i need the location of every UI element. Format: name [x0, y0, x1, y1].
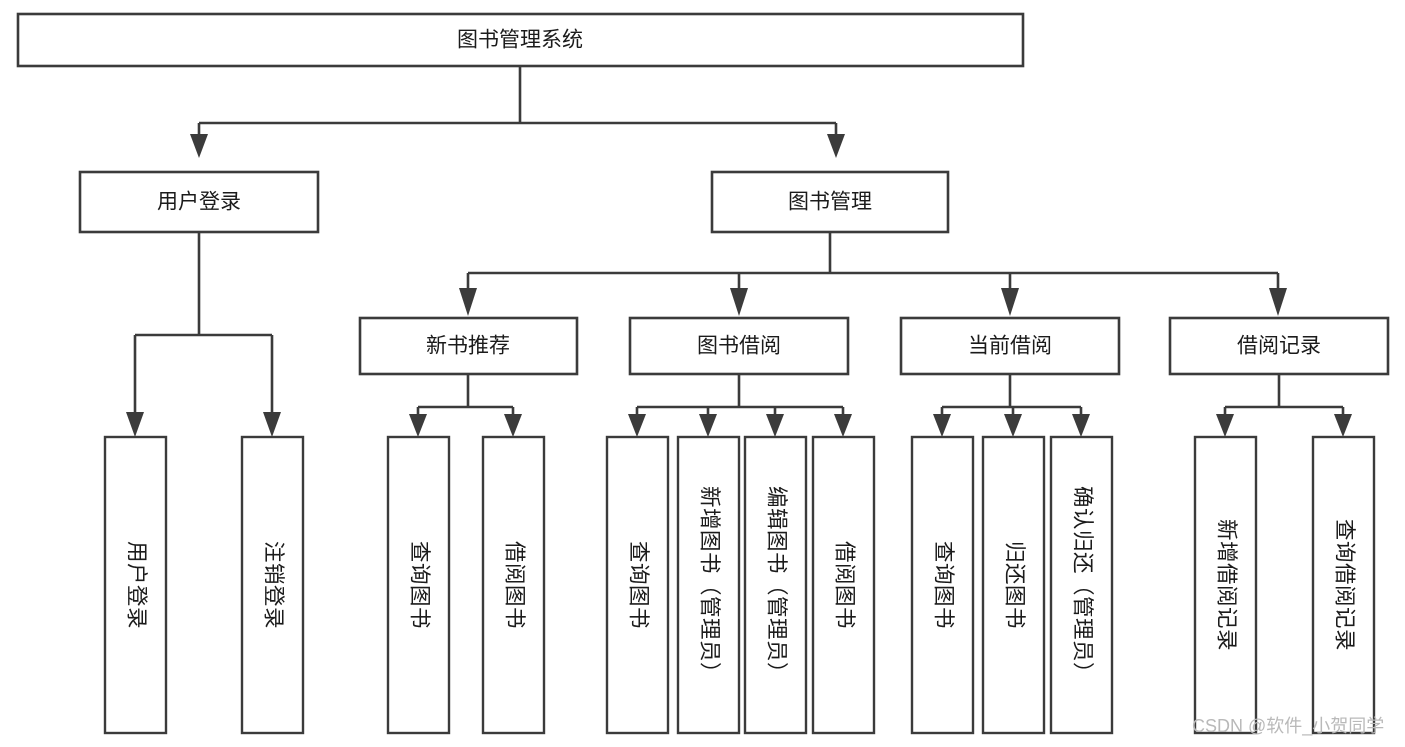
arrow-to-leaf-borrow-book-1 [504, 414, 522, 437]
connector-borrow-record-to-leaves [1216, 374, 1352, 437]
arrow-to-leaf-borrow-book-2 [834, 414, 852, 437]
leaf-query-record-box [1311, 435, 1376, 735]
leaf-node-add-book[interactable]: 新增图书（管理员） [676, 435, 741, 735]
csdn-watermark: CSDN @软件_小贺同学 [1192, 716, 1384, 737]
leaf-return-book-label: 归还图书 [1002, 541, 1026, 629]
leaf-node-logout-login[interactable]: 注销登录 [240, 435, 305, 735]
book-manage-box [710, 170, 950, 234]
borrow-record-box [1168, 316, 1390, 376]
leaf-confirm-return-box [1049, 435, 1114, 735]
arrow-to-book-borrow [730, 288, 748, 316]
node-book-manage[interactable]: 图书管理 [710, 170, 950, 234]
leaf-node-edit-book[interactable]: 编辑图书（管理员） [743, 435, 808, 735]
connector-new-book-recommend-to-leaves [409, 374, 522, 437]
node-borrow-record[interactable]: 借阅记录 [1168, 316, 1390, 376]
leaf-add-record-box [1193, 435, 1258, 735]
book-manage-label: 图书管理 [788, 191, 872, 214]
leaf-node-borrow-book-1[interactable]: 借阅图书 [481, 435, 546, 735]
leaf-query-book-3-label: 查询图书 [931, 541, 955, 629]
arrow-to-user-login [190, 134, 208, 158]
leaf-borrow-book-2-label: 借阅图书 [832, 541, 856, 629]
node-new-book-recommend[interactable]: 新书推荐 [358, 316, 579, 376]
node-user-login[interactable]: 用户登录 [78, 170, 320, 234]
book-borrow-box [628, 316, 850, 376]
leaf-logout-login-label: 注销登录 [261, 541, 285, 629]
arrow-to-leaf-return-book [1004, 414, 1022, 437]
leaf-confirm-return-label: 确认归还（管理员） [1070, 486, 1094, 684]
leaf-edit-book-label: 编辑图书（管理员） [764, 486, 788, 684]
leaf-node-query-book-2[interactable]: 查询图书 [605, 435, 670, 735]
node-current-borrow[interactable]: 当前借阅 [899, 316, 1121, 376]
leaf-user-login-label: 用户登录 [124, 541, 148, 629]
node-book-borrow[interactable]: 图书借阅 [628, 316, 850, 376]
arrow-to-current-borrow [1001, 288, 1019, 316]
book-borrow-label: 图书借阅 [697, 335, 781, 358]
leaf-node-query-book-3[interactable]: 查询图书 [910, 435, 975, 735]
arrow-to-leaf-query-book-1 [409, 414, 427, 437]
leaf-borrow-book-1-label: 借阅图书 [502, 541, 526, 629]
leaf-borrow-book-2-box [811, 435, 876, 735]
arrow-to-book-manage [827, 134, 845, 158]
leaf-query-book-1-label: 查询图书 [407, 541, 431, 629]
leaf-node-user-login[interactable]: 用户登录 [103, 435, 168, 735]
leaf-logout-login-box [240, 435, 305, 735]
leaf-query-book-3-box [910, 435, 975, 735]
connector-book-manage-to-level3 [459, 232, 1287, 316]
connector-book-borrow-to-leaves [628, 374, 852, 437]
leaf-node-return-book[interactable]: 归还图书 [981, 435, 1046, 735]
current-borrow-box [899, 316, 1121, 376]
arrow-to-borrow-record [1269, 288, 1287, 316]
leaf-query-book-2-box [605, 435, 670, 735]
leaf-borrow-book-1-box [481, 435, 546, 735]
leaf-node-add-record[interactable]: 新增借阅记录 [1193, 435, 1258, 735]
arrow-to-leaf-query-record [1334, 414, 1352, 437]
leaf-query-record-label: 查询借阅记录 [1332, 519, 1356, 651]
leaf-node-query-book-1[interactable]: 查询图书 [386, 435, 451, 735]
arrow-to-leaf-query-book-3 [933, 414, 951, 437]
leaf-node-confirm-return[interactable]: 确认归还（管理员） [1049, 435, 1114, 735]
arrow-to-leaf-add-record [1216, 414, 1234, 437]
leaf-node-borrow-book-2[interactable]: 借阅图书 [811, 435, 876, 735]
leaf-add-record-label: 新增借阅记录 [1214, 519, 1238, 651]
connector-user-login-to-leaves [126, 232, 281, 437]
current-borrow-label: 当前借阅 [968, 335, 1052, 358]
arrow-to-leaf-logout-login [263, 412, 281, 437]
connector-root-to-level2 [190, 66, 845, 158]
arrow-to-leaf-edit-book [766, 414, 784, 437]
arrow-to-new-book-recommend [459, 288, 477, 316]
new-book-recommend-box [358, 316, 579, 376]
root-label: 图书管理系统 [457, 29, 583, 52]
leaf-return-book-box [981, 435, 1046, 735]
arrow-to-leaf-confirm-return [1072, 414, 1090, 437]
leaf-add-book-label: 新增图书（管理员） [697, 486, 721, 684]
arrow-to-leaf-user-login [126, 412, 144, 437]
leaf-node-query-record[interactable]: 查询借阅记录 [1311, 435, 1376, 735]
connector-current-borrow-to-leaves [933, 374, 1090, 437]
user-login-label: 用户登录 [157, 191, 241, 214]
leaf-query-book-2-label: 查询图书 [626, 541, 650, 629]
leaf-edit-book-box [743, 435, 808, 735]
new-book-recommend-label: 新书推荐 [426, 335, 510, 358]
leaf-add-book-box [676, 435, 741, 735]
leaf-query-book-1-box [386, 435, 451, 735]
node-root[interactable]: 图书管理系统 [16, 12, 1025, 68]
root-box [16, 12, 1025, 68]
arrow-to-leaf-query-book-2 [628, 414, 646, 437]
leaf-user-login-box [103, 435, 168, 735]
arrow-to-leaf-add-book [699, 414, 717, 437]
borrow-record-label: 借阅记录 [1237, 335, 1321, 358]
